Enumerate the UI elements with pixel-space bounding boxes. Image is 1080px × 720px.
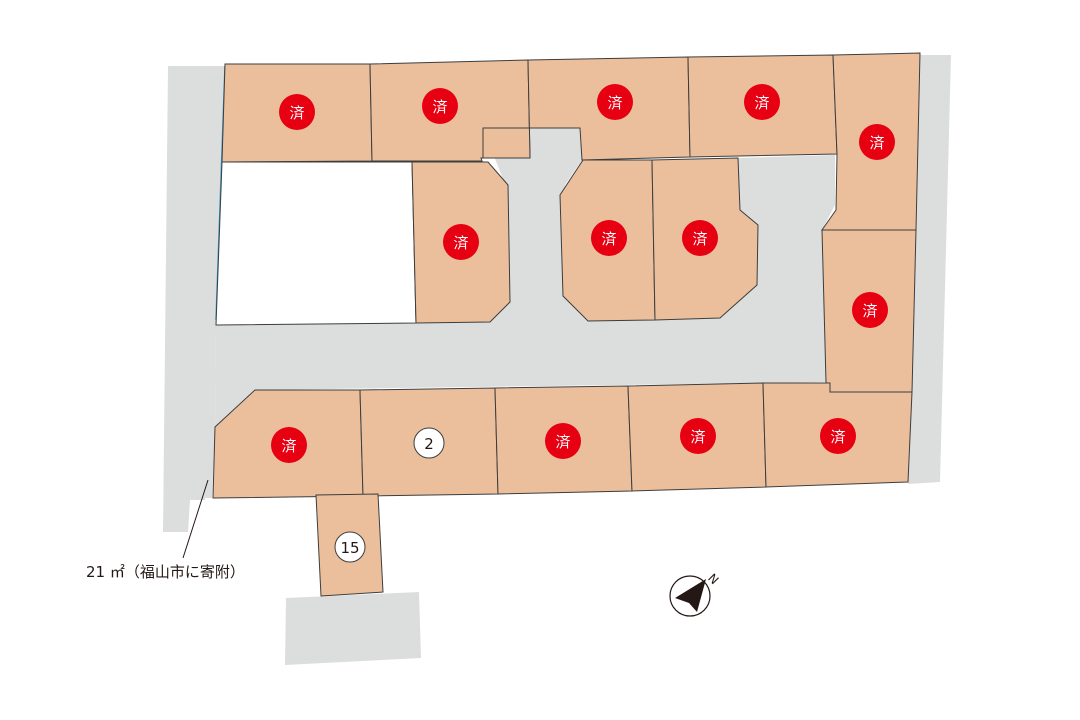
interior-road	[198, 128, 835, 498]
east-road	[908, 55, 951, 484]
access-strip	[198, 325, 216, 498]
donation-leader-line	[182, 479, 209, 559]
sold-marker: 済	[682, 220, 718, 256]
sold-marker: 済	[271, 427, 307, 463]
available-lot-marker[interactable]: 2	[413, 427, 445, 459]
svg-text:済: 済	[453, 234, 468, 252]
sold-marker: 済	[422, 88, 458, 124]
svg-text:済: 済	[830, 428, 845, 446]
surrounding-roads	[163, 55, 951, 665]
lot-markers: 済 済 済 済 済 済 済 済 済 済 2 済 済 済 15	[271, 84, 895, 563]
vacant-parcel	[215, 161, 417, 326]
svg-text:2: 2	[424, 435, 434, 453]
svg-text:済: 済	[692, 230, 707, 248]
sold-marker: 済	[680, 418, 716, 454]
svg-text:済: 済	[869, 134, 884, 152]
sold-marker: 済	[597, 84, 633, 120]
available-lot-marker[interactable]: 15	[334, 531, 366, 563]
svg-text:済: 済	[601, 230, 616, 248]
north-arrow-icon: N	[669, 571, 721, 617]
sold-marker: 済	[859, 124, 895, 160]
svg-text:15: 15	[340, 539, 359, 557]
sold-marker: 済	[279, 94, 315, 130]
svg-text:済: 済	[432, 98, 447, 116]
donation-note: 21 ㎡（福山市に寄附）	[86, 563, 245, 581]
sold-marker: 済	[545, 423, 581, 459]
north-label: N	[705, 571, 721, 587]
south-road	[285, 592, 421, 665]
svg-text:済: 済	[690, 428, 705, 446]
sold-marker: 済	[820, 418, 856, 454]
sold-marker: 済	[852, 292, 888, 328]
sold-marker: 済	[744, 84, 780, 120]
svg-text:済: 済	[754, 94, 769, 112]
sold-marker: 済	[591, 220, 627, 256]
svg-text:済: 済	[281, 437, 296, 455]
svg-text:済: 済	[555, 433, 570, 451]
svg-text:済: 済	[607, 94, 622, 112]
svg-text:済: 済	[289, 104, 304, 122]
sold-marker: 済	[443, 224, 479, 260]
main-interior-road	[215, 128, 835, 427]
svg-text:済: 済	[862, 302, 877, 320]
